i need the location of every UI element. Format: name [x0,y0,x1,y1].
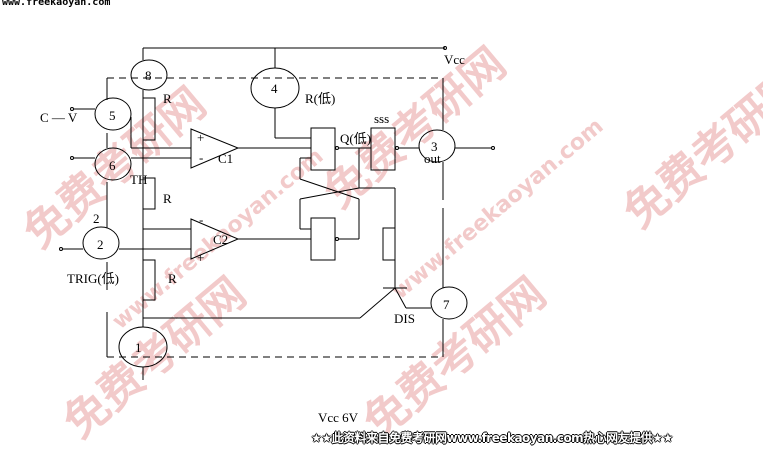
pin-7 [430,286,468,320]
pin-6-label: 6 [109,158,116,173]
th-label: TH [130,172,147,187]
watermark-cn: 免费考研网 [614,58,763,238]
chip-sides [106,78,444,357]
trig-label: TRIG(低) [67,271,119,286]
pin-4 [250,67,300,109]
c1-label: C1 [218,151,233,166]
flipflop-gate-bottom [310,217,336,261]
footer-banner: ★★此资料来自免费考研网www.freekaoyan.com热心网友提供★★ [311,431,673,445]
pin-6 [94,147,132,181]
vcc-6v-label: Vcc 6V [318,410,359,425]
labels: Vcc C — V R R R R(低) Q(低) sss out C1 C2 … [40,52,465,425]
c1-minus: - [199,150,203,165]
pin-1 [118,326,168,368]
c2-plus: + [197,250,204,265]
pin-1-label: 1 [135,340,142,355]
pin-3-label: 3 [431,139,438,154]
pin-3 [418,129,456,163]
out-label: out [424,151,441,166]
c2-minus: - [199,212,203,227]
cv-label: C — V [40,110,78,125]
flipflop-gate-top [310,127,336,171]
pin-8 [130,59,168,91]
r2-label: R [163,191,172,206]
watermark-cn: 免费考研网 [354,268,555,448]
resistor-1 [142,97,156,141]
wires [59,46,495,380]
resistor-2 [142,177,156,210]
pin-5-label: 5 [109,108,116,123]
resistor-3 [142,259,156,301]
vcc-label: Vcc [444,52,465,67]
pin-2-label: 2 [97,237,104,252]
sss-label: sss [374,111,389,126]
output-buffer [370,127,396,171]
pins: 8 4 5 6 2 1 3 7 [82,59,468,368]
c2-label: C2 [213,232,228,247]
dis-label: DIS [394,311,415,326]
r3-label: R [168,271,177,286]
comparator-c1 [190,128,240,169]
discharge-resistor [382,227,396,261]
pin-7-label: 7 [443,297,450,312]
comparator-c2 [190,218,240,260]
r1-label: R [163,91,172,106]
watermarks: 免费考研网 www.freekaoyan.com 免费考研网 www.freek… [14,38,763,448]
pin-8-label: 8 [145,68,152,83]
c1-plus: + [197,130,204,145]
reset-label: R(低) [305,91,335,106]
pin-5 [94,97,132,131]
trig-number: 2 [93,211,100,226]
q-label: Q(低) [340,131,371,146]
header-url: www.freekaoyan.com [2,0,111,8]
watermark-cn: 免费考研网 [314,38,515,218]
chip-boundary [107,77,443,358]
pin-2 [82,226,120,260]
pin-4-label: 4 [271,81,278,96]
